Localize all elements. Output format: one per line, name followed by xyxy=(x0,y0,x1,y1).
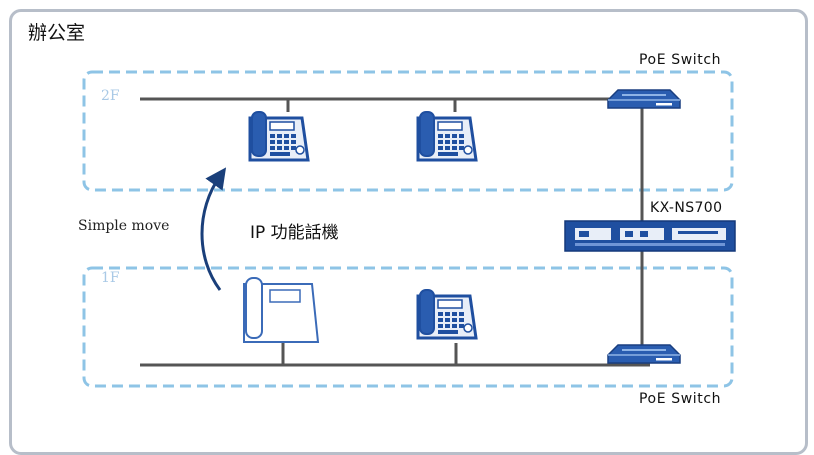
poe-switch-icon xyxy=(607,89,681,109)
move-arrow-icon xyxy=(200,167,227,291)
simple-move-label: Simple move xyxy=(78,218,170,234)
office-title: 辦公室 xyxy=(28,22,86,44)
ip-phone-label: IP 功能話機 xyxy=(250,223,339,243)
network-diagram xyxy=(82,70,736,388)
pbx-unit-icon xyxy=(564,220,736,252)
bottom-switch-label: PoE Switch xyxy=(639,391,722,407)
pbx-model-label: KX-NS700 xyxy=(650,200,723,216)
top-switch-label: PoE Switch xyxy=(639,52,722,68)
poe-switch-icon xyxy=(607,344,681,364)
ip-phone-icon xyxy=(416,110,478,162)
ip-phone-icon xyxy=(248,110,310,162)
floor-1f-zone xyxy=(82,266,734,388)
moved-phone-outline-icon xyxy=(243,277,319,343)
floor-2f-zone xyxy=(82,70,734,192)
ip-phone-icon xyxy=(416,288,478,340)
floor-2f-label: 2F xyxy=(101,88,120,104)
floor-1f-label: 1F xyxy=(101,270,120,286)
